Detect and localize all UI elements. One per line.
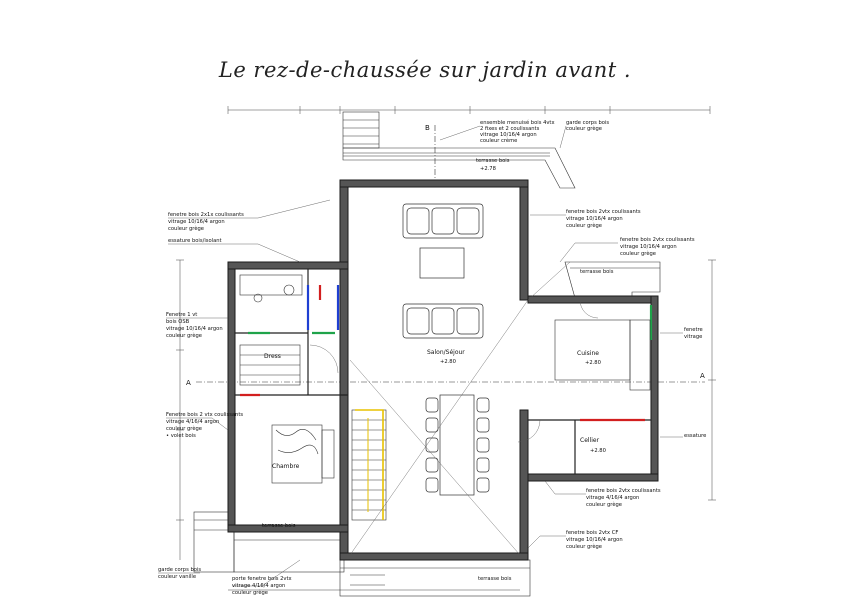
note-couleur-left-low: couleur grège xyxy=(166,425,202,432)
level-cuisine: +2.80 xyxy=(585,360,601,366)
bed xyxy=(271,424,335,484)
note-vitrage-right-low: vitrage 4/16/4 argon xyxy=(586,495,639,501)
level-terrasse: +2.78 xyxy=(480,166,496,172)
note-fenetre-left-low: Fenetre bois 2 vtx coulissants xyxy=(166,412,243,418)
note-vitrage-top: vitrage 10/16/4 argon xyxy=(480,132,537,138)
room-label-chambre: Chambre xyxy=(272,463,300,470)
leader-lines xyxy=(158,125,683,587)
note-fenetre-left-top: fenetre bois 2x1x coulissants xyxy=(168,212,244,218)
note-fixes-top: 2 fixes et 2 coulissants xyxy=(480,126,540,132)
note-vitrage-right-mid: vitrage 10/16/4 argon xyxy=(620,244,677,250)
note-fenetre-right-top: fenetre bois 2vtx coulissants xyxy=(566,209,641,215)
note-vitrage-bottom: vitrage 4/16/4 argon xyxy=(232,583,285,589)
note-fenetre-bottom-right: fenetre bois 2vtx CF xyxy=(566,530,618,536)
room-label-dress: Dress xyxy=(264,353,281,360)
section-marker-top: B xyxy=(425,124,430,132)
note-garde-corps-left: garde corps bois xyxy=(158,567,201,573)
label-terrasse-left: terrasse bois xyxy=(262,523,296,529)
note-essature-left: essature bois/isolant xyxy=(168,238,222,244)
level-cellier: +2.80 xyxy=(590,448,606,454)
label-terrasse-top: terrasse bois xyxy=(476,158,510,164)
construction-lines xyxy=(349,261,571,556)
dining-table xyxy=(425,394,490,496)
note-fenetre-right-mid: fenetre bois 2vtx coulissants xyxy=(620,237,695,243)
terrace-top xyxy=(342,111,576,189)
note-couleur-bottom: couleur grège xyxy=(232,589,268,596)
door-swings xyxy=(309,299,599,443)
note-garde-corps-top: garde corps bois xyxy=(566,120,609,126)
sofa-top xyxy=(402,203,484,239)
note-couleur-right-low: couleur grège xyxy=(586,501,622,508)
section-marker-right: A xyxy=(700,372,705,380)
note-fenetre-right-low: fenetre bois 2vtx coulissants xyxy=(586,488,661,494)
note-vitrage-left-low: vitrage 4/16/4 argon xyxy=(166,419,219,425)
colored-markers xyxy=(240,285,653,422)
note-porte-fenetre-bottom: porte fenetre bois 2vtx xyxy=(232,576,292,582)
note-essature-right: essature xyxy=(684,433,706,439)
section-marker-left: A xyxy=(186,379,191,387)
note-vitrage-bottom-right: vitrage 10/16/4 argon xyxy=(566,537,623,543)
page-title: Le rez-de-chaussée sur jardin avant . xyxy=(218,58,632,82)
note-vitrage-right-top: vitrage 10/16/4 argon xyxy=(566,216,623,222)
note-couleur-left-top: couleur grège xyxy=(168,225,204,232)
note-couleur-garde-left: couleur vanille xyxy=(158,574,196,580)
note-couleur-left-mid: couleur grège xyxy=(166,332,202,339)
staircase xyxy=(351,409,387,521)
note-couleur-bottom-right: couleur grège xyxy=(566,543,602,550)
label-terrasse-right: terrasse bois xyxy=(580,269,614,275)
exterior-walls xyxy=(227,179,659,561)
room-label-salon: Salon/Séjour xyxy=(427,349,465,356)
sofa-bottom xyxy=(402,303,484,339)
note-ensemble-top: ensemble menuisé bois 4vtx xyxy=(480,119,555,126)
note-fenetre-right-side: fenetre xyxy=(684,327,703,333)
room-label-cellier: Cellier xyxy=(580,437,600,444)
note-vitrage-left-mid: vitrage 10/16/4 argon xyxy=(166,326,223,332)
note-volet-left-low: • volet bois xyxy=(166,433,196,439)
note-couleur-top: couleur crème xyxy=(480,137,517,144)
note-vitrage-right-side: vitrage xyxy=(684,334,702,340)
note-couleur-right-mid: couleur grège xyxy=(620,250,656,257)
note-vitrage-left-top: vitrage 10/16/4 argon xyxy=(168,219,225,225)
bathroom-fixtures xyxy=(239,274,303,386)
kitchen-counter xyxy=(554,319,651,391)
note-couleur-garde-top: couleur grège xyxy=(566,125,602,132)
note-bois-left-mid: bois OSB xyxy=(166,319,190,325)
coffee-table xyxy=(419,247,465,279)
terrace-right xyxy=(564,261,661,299)
room-label-cuisine: Cuisine xyxy=(577,350,599,357)
note-couleur-right-top: couleur grège xyxy=(566,222,602,229)
note-fenetre-left-mid: Fenetre 1 vt xyxy=(166,312,197,318)
terrace-left xyxy=(193,511,345,573)
label-terrasse-bottom: terrasse bois xyxy=(478,576,512,582)
level-salon: +2.80 xyxy=(440,359,456,365)
dimension-lines xyxy=(176,106,716,591)
